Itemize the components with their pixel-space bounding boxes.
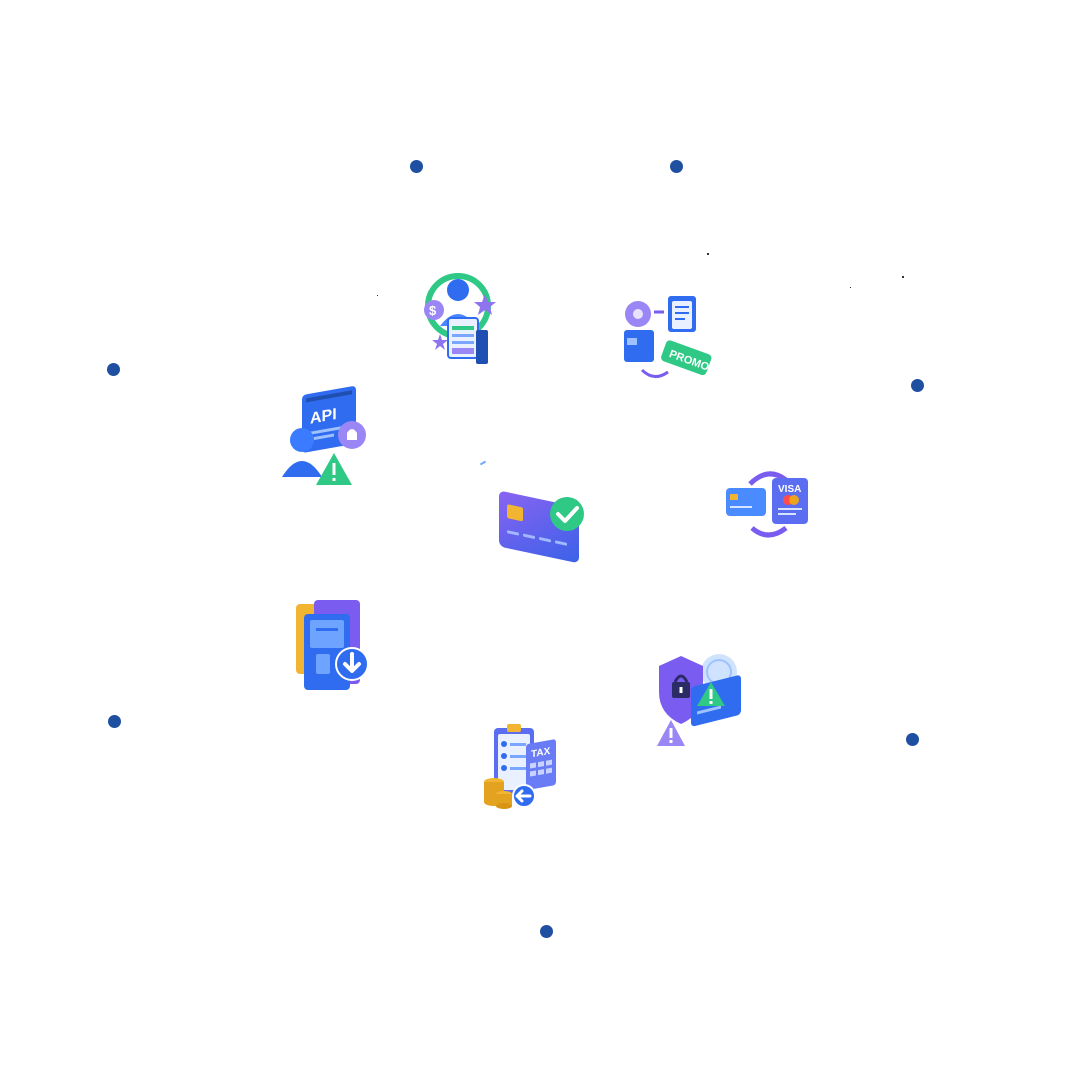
speck (902, 276, 904, 278)
orbit-dot (410, 160, 423, 173)
tax-checklist-icon: TAX (482, 722, 562, 812)
dollar-symbol: $ (429, 303, 437, 318)
customer-rewards-icon: $ (420, 268, 500, 368)
orbit-dot (906, 733, 919, 746)
orbit-dot (108, 715, 121, 728)
speck (377, 295, 378, 296)
orbit-dot (911, 379, 924, 392)
api-alert-icon: API (280, 385, 370, 490)
folder-download-icon (292, 598, 374, 692)
card-exchange-icon: VISA (724, 470, 812, 538)
tax-label: TAX (531, 746, 551, 760)
orbit-dot (540, 925, 553, 938)
security-alert-icon (655, 652, 747, 752)
card-verified-icon (497, 490, 589, 586)
orbit-dot (670, 160, 683, 173)
speck (707, 253, 709, 255)
orbit-dot (107, 363, 120, 376)
promo-workflow-icon: PROMO (620, 292, 715, 387)
speck (479, 460, 487, 466)
visa-label: VISA (778, 484, 801, 495)
speck (850, 287, 851, 288)
api-label: API (310, 405, 337, 428)
